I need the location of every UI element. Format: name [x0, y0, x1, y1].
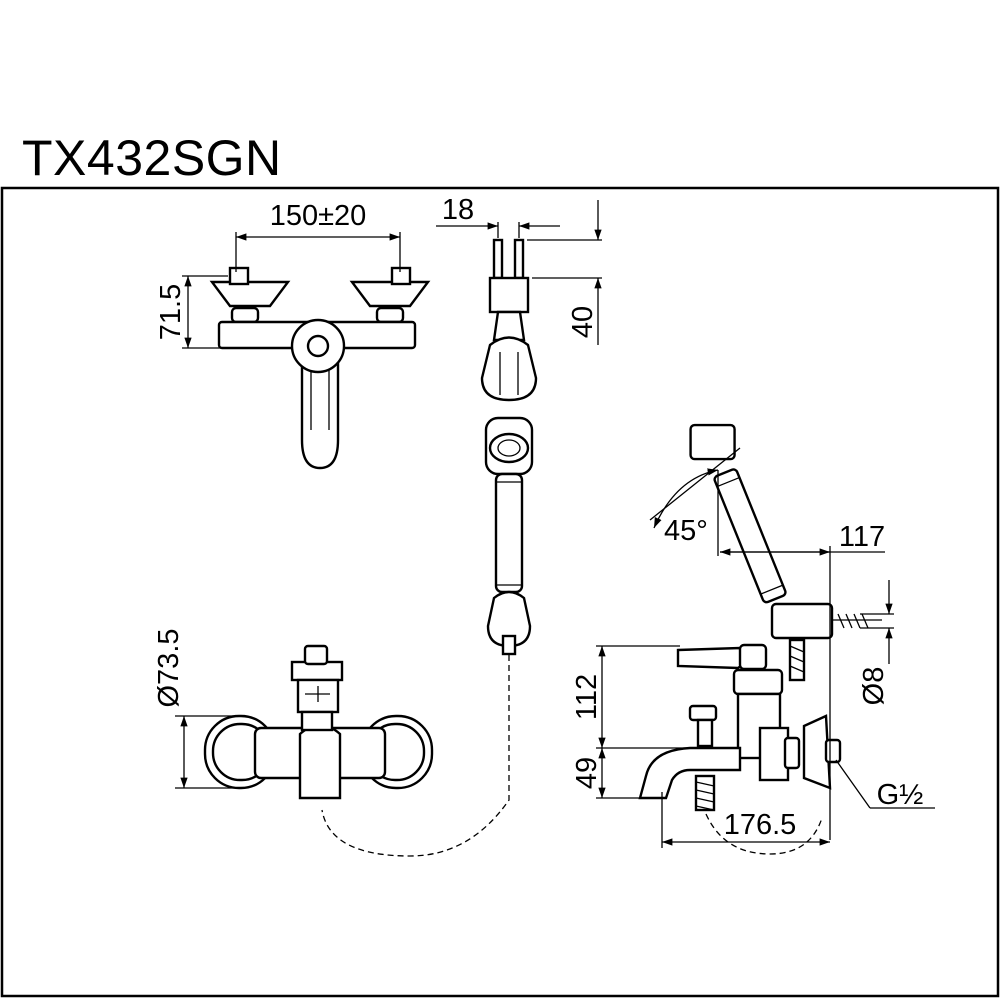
mixer-top-view: [182, 232, 431, 470]
dim-angle: 45°: [664, 515, 708, 547]
mixer-side-view: [596, 423, 935, 855]
dim-spacing: 150±20: [270, 200, 367, 232]
shower-holder-view: [436, 200, 602, 402]
dim-holder-offset: 117: [839, 521, 885, 553]
dim-shower-height: 112: [571, 674, 603, 720]
dim-escutcheon-dia: Ø73.5: [153, 629, 185, 708]
model-title: TX432SGN: [22, 130, 282, 186]
mixer-front-view: [175, 644, 434, 800]
dim-bolt-dia: Ø8: [858, 667, 890, 706]
dim-holder-width: 18: [442, 194, 474, 226]
dim-thread: G½: [877, 779, 924, 811]
dim-body-height: 71.5: [155, 284, 187, 340]
dim-holder-depth: 40: [567, 306, 599, 338]
dim-spout-projection: 176.5: [724, 809, 797, 841]
drawing-frame: [0, 186, 1000, 998]
hand-shower: [321, 416, 534, 857]
dim-spout-height: 49: [571, 757, 603, 789]
